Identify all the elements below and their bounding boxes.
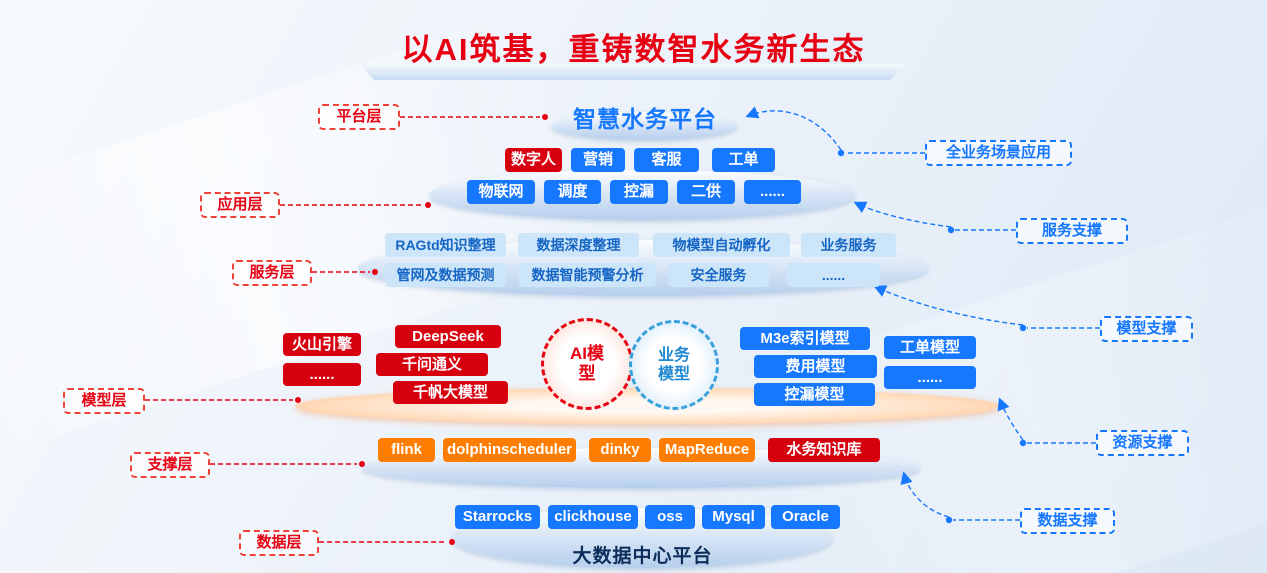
support-label-resource: 资源支撑	[1096, 430, 1189, 456]
layer-label-service: 服务层	[232, 260, 312, 286]
service-node: 管网及数据预测	[385, 263, 506, 287]
platform-title: 智慧水务平台	[573, 106, 717, 132]
service-node: ......	[787, 263, 880, 287]
data-node: Mysql	[702, 505, 765, 529]
service-node: 安全服务	[668, 263, 769, 287]
ai-model-label: AI模型	[570, 343, 604, 383]
business-model-label: 业务模型	[657, 346, 690, 383]
model-node-blue: 费用模型	[754, 355, 877, 378]
layer-label-application: 应用层	[200, 192, 280, 218]
support-node: flink	[378, 438, 435, 462]
support-node: MapReduce	[659, 438, 755, 462]
platform-ellipse	[552, 112, 737, 140]
model-node-red: DeepSeek	[395, 325, 501, 348]
support-label-data: 数据支撑	[1020, 508, 1115, 534]
support-label-model: 模型支撑	[1100, 316, 1193, 342]
support-node: dinky	[589, 438, 651, 462]
data-node: Starrocks	[455, 505, 540, 529]
model-node-red: 火山引擎	[283, 333, 361, 356]
business-model-circle: 业务模型	[629, 320, 719, 410]
app-node: 调度	[544, 180, 601, 204]
model-node-blue: 控漏模型	[754, 383, 875, 406]
model-node-red: ......	[283, 363, 361, 386]
diagram-title: 以AI筑基，重铸数智水务新生态	[401, 32, 866, 67]
model-node-red: 千问通义	[376, 353, 488, 376]
app-node: ......	[744, 180, 801, 204]
model-node-blue: 工单模型	[884, 336, 976, 359]
support-label-business-scenarios: 全业务场景应用	[925, 140, 1072, 166]
layer-label-platform: 平台层	[318, 104, 400, 130]
data-node: Oracle	[771, 505, 840, 529]
service-node: 数据智能预警分析	[519, 263, 656, 287]
bigdata-platform-title: 大数据中心平台	[572, 546, 713, 567]
support-label-service: 服务支撑	[1016, 218, 1128, 244]
layer-label-data: 数据层	[239, 530, 319, 556]
service-node: 业务服务	[801, 233, 896, 257]
layer-label-support: 支撑层	[130, 452, 210, 478]
app-node: 物联网	[467, 180, 535, 204]
support-node: 水务知识库	[768, 438, 880, 462]
app-node: 客服	[634, 148, 699, 172]
app-node: 数字人	[505, 148, 562, 172]
service-node: 物模型自动孵化	[653, 233, 790, 257]
support-node: dolphinscheduler	[443, 438, 576, 462]
layer-label-model: 模型层	[63, 388, 145, 414]
data-node: oss	[645, 505, 695, 529]
ai-model-circle: AI模型	[541, 318, 633, 410]
service-node: RAGtd知识整理	[385, 233, 506, 257]
model-node-blue: M3e索引模型	[740, 327, 870, 350]
app-node: 控漏	[610, 180, 668, 204]
app-node: 营销	[571, 148, 625, 172]
model-node-red: 千帆大模型	[393, 381, 508, 404]
model-node-blue: ......	[884, 366, 976, 389]
title-pedestal	[360, 64, 906, 80]
app-node: 二供	[677, 180, 735, 204]
data-node: clickhouse	[548, 505, 638, 529]
app-node: 工单	[712, 148, 775, 172]
service-node: 数据深度整理	[518, 233, 639, 257]
